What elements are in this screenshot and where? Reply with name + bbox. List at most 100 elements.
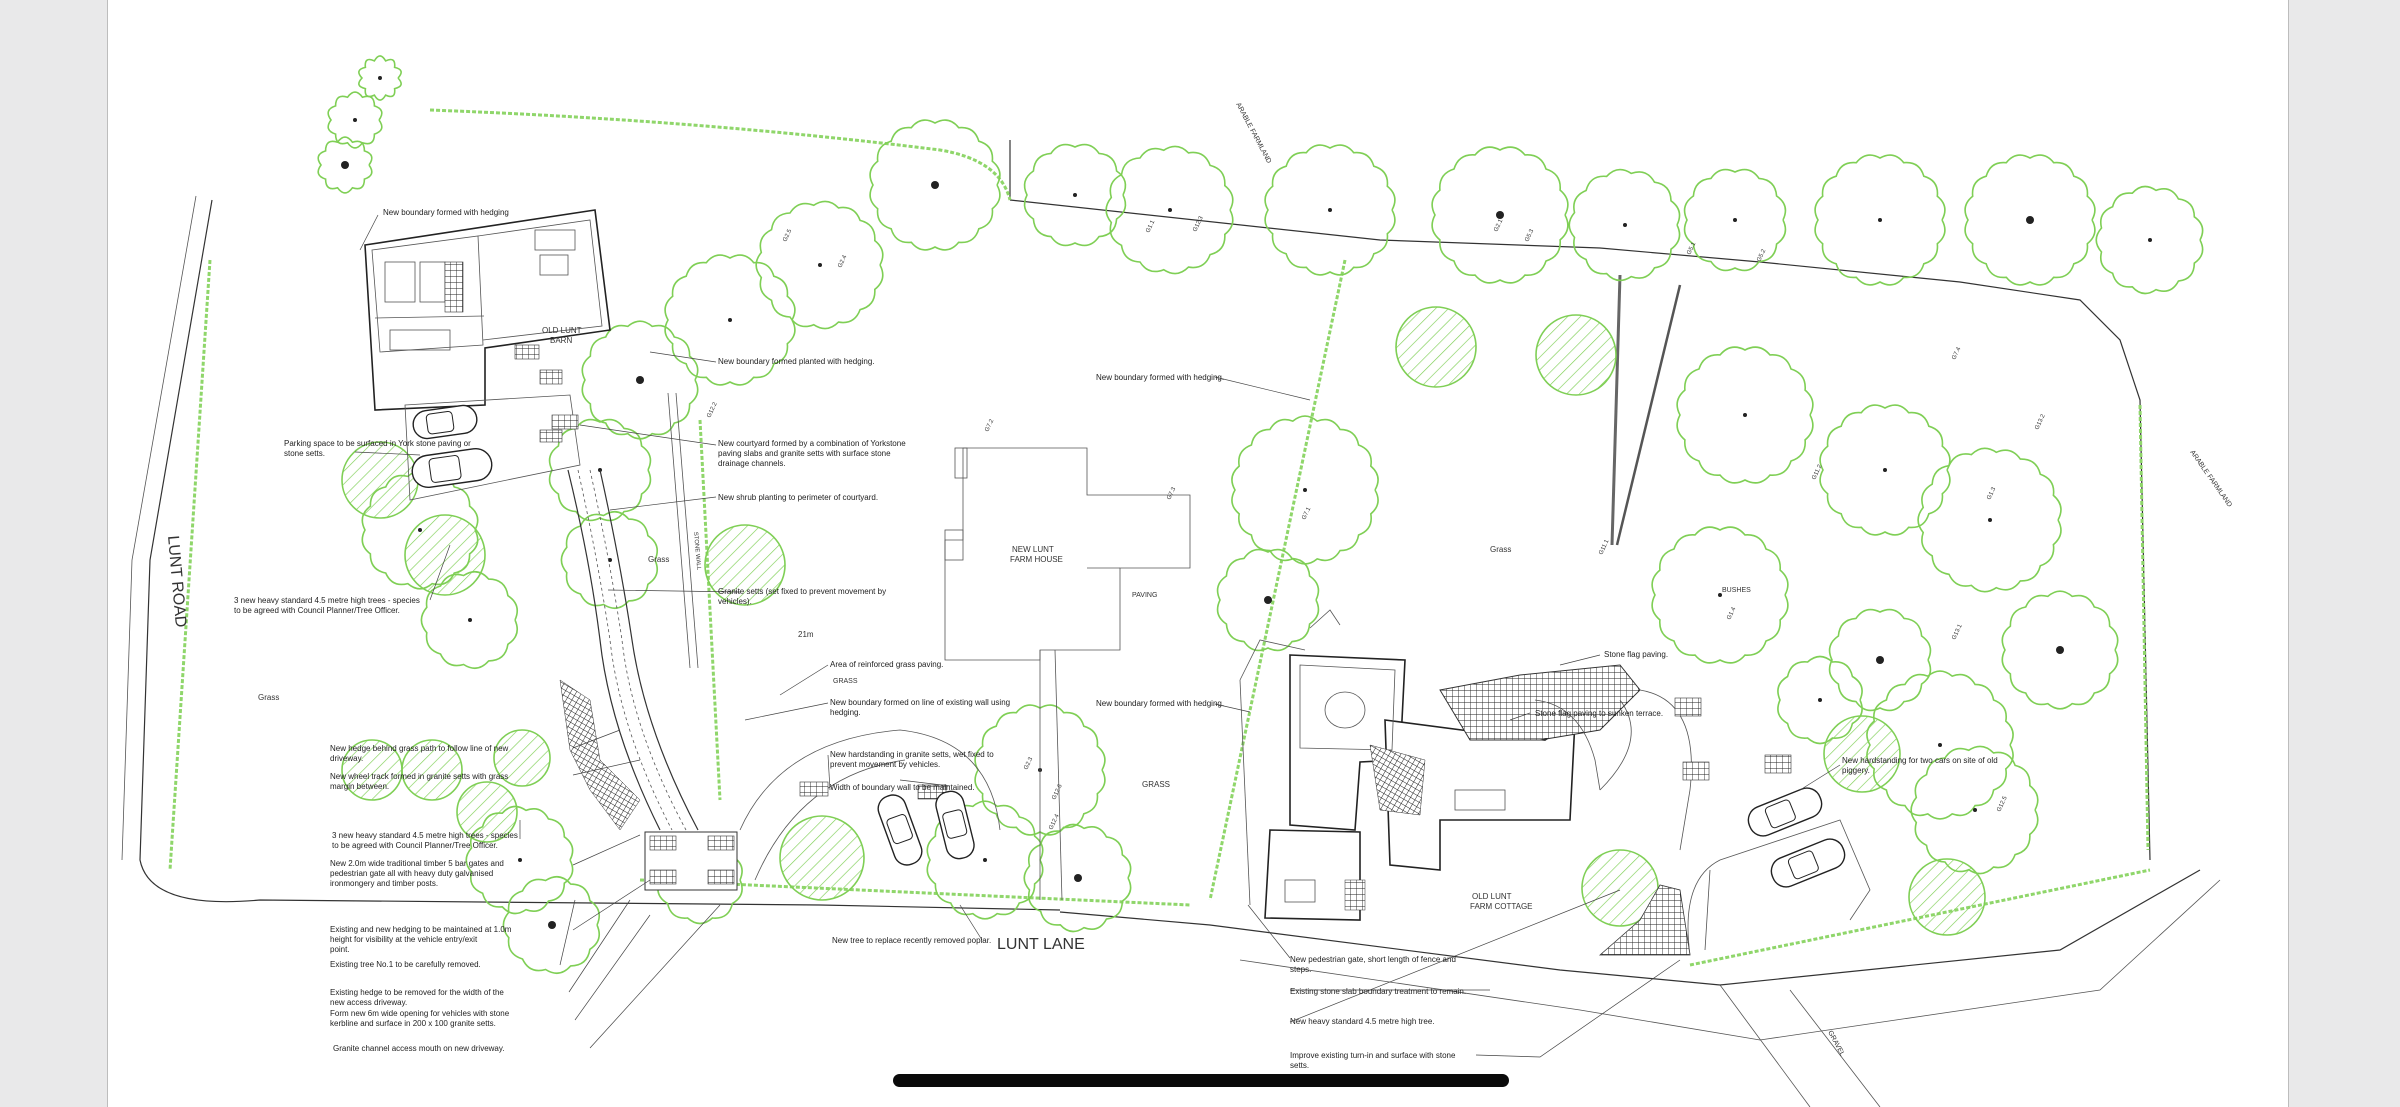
tree-canopy: [317, 136, 373, 194]
anno-sunken-terrace: Stone flag paving to sunken terrace.: [1535, 709, 1663, 718]
tree-trunk-marker: [636, 376, 644, 384]
grass-label-right: Grass: [1490, 545, 1511, 554]
anno-boundary-wall-width: Width of boundary wall to be maintained.: [830, 783, 975, 792]
anno-stone-slab-boundary: Existing stone slab boundary treatment t…: [1290, 987, 1466, 996]
tree-trunk-marker: [1733, 218, 1737, 222]
anno-stone-flag-paving: Stone flag paving.: [1604, 650, 1668, 659]
tree-canopy: [926, 800, 1044, 920]
tree-tag-label: G13.1: [1951, 623, 1964, 641]
tree-canopy: [1023, 823, 1132, 933]
tree-trunk-marker: [1878, 218, 1882, 222]
tree-trunk-marker: [548, 921, 556, 929]
tree-trunk-marker: [518, 858, 522, 862]
building-label-group: OLD LUNT BARN NEW LUNT FARM HOUSE OLD LU…: [542, 326, 1533, 911]
new-farmhouse-label-1: NEW LUNT: [1012, 545, 1054, 554]
area-label-group: Grass Grass Grass GRASS GRASS PAVING 21m…: [258, 532, 1751, 789]
home-indicator-bar[interactable]: [893, 1074, 1509, 1087]
tree-tag-label: G5.3: [1524, 228, 1535, 243]
anno-new-tree-single: New heavy standard 4.5 metre high tree.: [1290, 1017, 1435, 1026]
tree-trunk-marker: [1718, 593, 1722, 597]
tree-canopy: [548, 418, 652, 522]
stone-flag-paving: [1439, 664, 1692, 851]
tree-tag-label: G12.2: [706, 401, 719, 419]
anno-parking-space: Parking space to be surfaced in York sto…: [284, 439, 473, 458]
tree-trunk-marker: [1743, 413, 1747, 417]
anno-turn-in: Improve existing turn-in and surface wit…: [1290, 1051, 1458, 1070]
tree-tag-label: G11.1: [1598, 538, 1610, 556]
tree-canopy: [327, 91, 383, 149]
tree-canopy: [1910, 745, 2039, 875]
anno-tree-removed: Existing tree No.1 to be carefully remov…: [330, 960, 481, 969]
tree-canopy: [420, 570, 518, 670]
tree-trunk-marker: [1883, 468, 1887, 472]
anno-three-trees-top: 3 new heavy standard 4.5 metre high tree…: [234, 596, 422, 615]
anno-replacement-tree: New tree to replace recently removed pop…: [832, 936, 991, 945]
tree-canopy: [869, 119, 1001, 251]
tree-tag-label: G12.6: [1051, 783, 1064, 801]
anno-wheel-track: New wheel track formed in granite setts …: [330, 772, 511, 791]
tree-canopy: [1814, 154, 1946, 286]
paving-label: PAVING: [1132, 592, 1157, 599]
tree-trunk-marker: [1876, 656, 1884, 664]
anno-boundary-hedging-1: New boundary formed with hedging: [383, 208, 509, 217]
tree-tag-label: G1.4: [1726, 606, 1737, 621]
tree-tag-label: G2.5: [782, 228, 793, 243]
old-lunt-barn-label-1: OLD LUNT: [542, 326, 582, 335]
tree-canopy: [560, 510, 658, 610]
anno-piggery-hardstanding: New hardstanding for two cars on site of…: [1842, 756, 2000, 775]
tree-tag-label: G5.1: [1686, 241, 1697, 256]
anno-pedestrian-gate: New pedestrian gate, short length of fen…: [1290, 955, 1458, 974]
turn-in-setts: [1598, 884, 1691, 956]
tree-tag-label: G5.2: [1756, 248, 1767, 263]
arable-farmland-top-label: ARABLE FARMLAND: [1234, 102, 1272, 165]
tree-canopy: [465, 805, 574, 915]
tree-tag-label: G12.3: [1192, 215, 1205, 233]
tree-trunk-marker: [341, 161, 349, 169]
arable-farmland-right-label: ARABLE FARMLAND: [2188, 449, 2233, 508]
tree-canopy: [1568, 168, 1681, 282]
anno-hedging-visibility: Existing and new hedging to be maintaine…: [330, 925, 514, 954]
tree-trunk-marker: [1623, 223, 1627, 227]
new-lunt-farmhouse: [944, 447, 1191, 901]
anno-new-hardstanding: New hardstanding in granite setts, wet f…: [830, 750, 996, 769]
anno-shrub-planting: New shrub planting to perimeter of court…: [718, 493, 878, 502]
grass-label-lower: GRASS: [1142, 780, 1170, 789]
grass-label-small: GRASS: [833, 678, 858, 685]
tree-tag-label: G12.4: [1048, 813, 1061, 831]
tree-trunk-marker: [983, 858, 987, 862]
anno-timber-gates: New 2.0m wide traditional timber 5 bar g…: [330, 859, 506, 888]
anno-new-hedge: New hedge behind grass path to follow li…: [330, 744, 511, 763]
tree-canopy: [1651, 526, 1789, 664]
tree-canopy: [1264, 144, 1396, 276]
tree-canopy: [2095, 185, 2204, 295]
grass-label-left: Grass: [258, 693, 279, 702]
old-lunt-farm-cottage: [1239, 609, 1576, 921]
tree-tag-label: G2.1: [1493, 218, 1504, 233]
tree-canopy: [1231, 415, 1379, 565]
tree-trunk-marker: [1938, 743, 1942, 747]
anno-vehicle-opening: Form new 6m wide opening for vehicles wi…: [330, 1009, 511, 1028]
tree-trunk-marker: [1818, 698, 1822, 702]
anno-granite-channel: Granite channel access mouth on new driv…: [333, 1044, 505, 1053]
tree-trunk-marker: [1303, 488, 1307, 492]
bushes-label: BUSHES: [1722, 587, 1751, 594]
tree-canopy: [358, 55, 402, 101]
tree-canopy: [1023, 143, 1127, 247]
tree-canopy: [581, 320, 699, 440]
tree-trunk-marker: [378, 76, 382, 80]
stone-wall-label: STONE WALL: [692, 532, 701, 571]
tree-tag-label: G7.1: [1301, 506, 1312, 521]
tree-trunk-marker: [931, 181, 939, 189]
tree-canopy: [1683, 168, 1787, 272]
tree-trunk-marker: [1496, 211, 1504, 219]
anno-boundary-hedging-3: New boundary formed with hedging.: [1096, 699, 1224, 708]
old-lunt-barn: [364, 209, 611, 411]
new-farmhouse-label-2: FARM HOUSE: [1010, 555, 1063, 564]
tree-trunk-marker: [1328, 208, 1332, 212]
anno-granite-setts: Granite setts (set fixed to prevent move…: [718, 587, 888, 606]
tree-canopy: [755, 200, 884, 330]
tree-tag-label: G2.4: [837, 254, 848, 269]
tree-trunk-marker: [818, 263, 822, 267]
tree-tag-label: G1.1: [1145, 219, 1156, 234]
